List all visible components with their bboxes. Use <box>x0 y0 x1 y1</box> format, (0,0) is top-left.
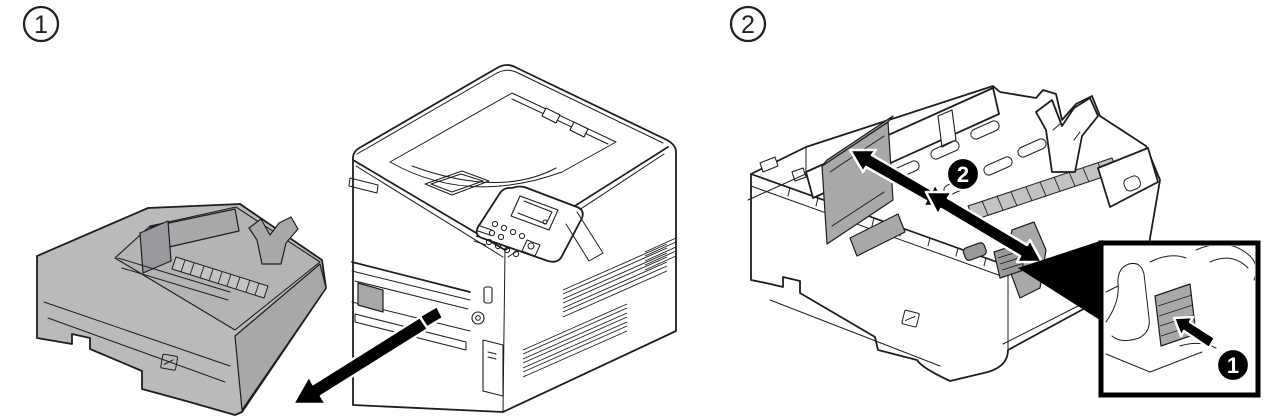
adjust-guides-badge: 2 <box>945 156 981 192</box>
inset-leader <box>1018 240 1103 322</box>
paper-stopper-fork <box>248 216 299 265</box>
cassette-open-top <box>747 85 1161 382</box>
cassette-label <box>901 309 920 328</box>
bay-right-tab <box>482 339 504 397</box>
cassette-bay <box>351 261 471 351</box>
step-2-marker: 2 <box>729 5 767 43</box>
inset-content: 1 <box>1105 246 1255 383</box>
printer <box>348 64 677 413</box>
step-1-marker: 1 <box>22 5 60 43</box>
display-screen <box>510 195 559 231</box>
paper-stopper-tabs <box>541 107 589 138</box>
control-panel <box>473 185 604 263</box>
paper-cassette <box>36 203 327 416</box>
step-1-number: 1 <box>34 11 48 39</box>
press-lever-arrow <box>1172 315 1217 350</box>
vent-hatching <box>522 237 677 378</box>
step2-illustration: 2 1 <box>747 85 1261 398</box>
paper-stopper-fork <box>1035 97 1099 173</box>
lever-detail-inset: 1 <box>1018 240 1261 398</box>
usb-slot <box>483 286 493 304</box>
pull-out-arrow <box>291 304 445 406</box>
cassette-right-face <box>234 263 327 411</box>
length-guide <box>139 220 172 274</box>
badge-1-label: 1 <box>1227 353 1239 378</box>
paper-sheet-icon <box>424 170 490 196</box>
right-end-box <box>1097 147 1159 208</box>
badge-2-label: 2 <box>957 162 969 187</box>
step1-illustration <box>36 64 677 416</box>
step-2-number: 2 <box>741 11 755 39</box>
cassette-label <box>160 353 179 371</box>
keypad <box>473 219 548 258</box>
front-panel-crease <box>769 299 941 367</box>
power-button <box>471 311 485 325</box>
